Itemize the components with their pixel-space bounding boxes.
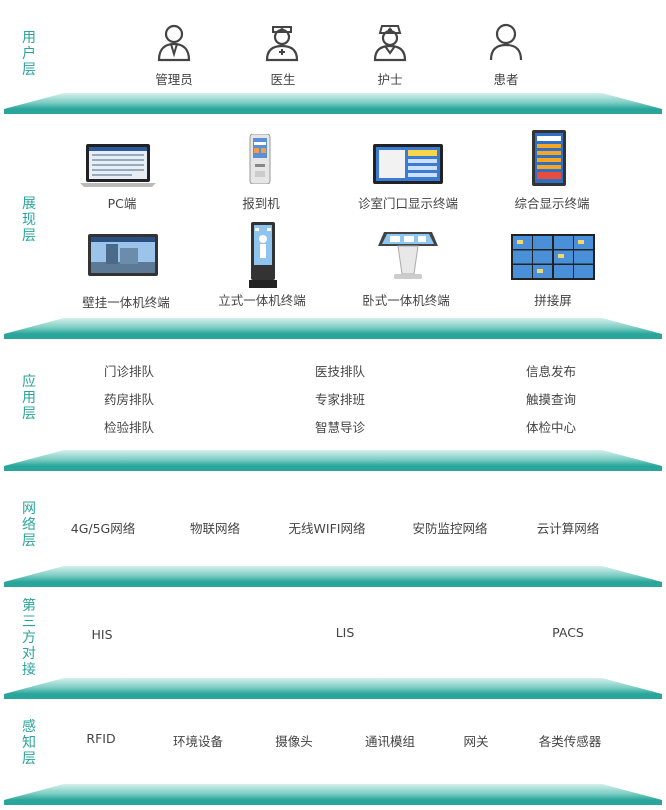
thirdparty-layer-label: 第三方对接: [22, 598, 36, 678]
sense-item-environment: 环境设备: [172, 734, 224, 749]
net-item-4g5g: 4G/5G网络: [70, 521, 136, 536]
checkin-kiosk-icon: [249, 134, 271, 184]
sense-item-comm-module: 通讯模组: [364, 734, 416, 749]
laptop-icon: [80, 144, 156, 187]
application-layer-platform: [4, 450, 662, 472]
sense-item-gateway: 网关: [463, 734, 489, 749]
admin-icon: [157, 24, 191, 62]
display-layer-platform: [4, 318, 662, 340]
standing-kiosk-icon: [249, 222, 277, 288]
video-wall-icon: [511, 234, 595, 280]
app-item-smart-guide: 智慧导诊: [314, 420, 366, 435]
network-layer-label: 网络层: [22, 501, 36, 549]
display-item-clinic-door: 诊室门口显示终端: [357, 196, 459, 211]
vertical-display-icon: [532, 130, 566, 186]
display-item-integrated: 综合显示终端: [514, 196, 590, 211]
wide-display-icon: [373, 144, 443, 184]
user-item-admin: 管理员: [155, 72, 193, 87]
app-item-health-center: 体检中心: [525, 420, 577, 435]
user-item-patient: 患者: [493, 72, 519, 87]
wall-display-icon: [88, 234, 158, 276]
doctor-icon: [265, 26, 299, 62]
app-item-expert-schedule: 专家排班: [314, 392, 366, 407]
app-item-touch-query: 触摸查询: [525, 392, 577, 407]
display-layer-label: 展现层: [22, 196, 36, 244]
app-item-pharmacy-queue: 药房排队: [103, 392, 155, 407]
user-layer-platform: [4, 93, 662, 115]
table-kiosk-icon: [378, 232, 438, 279]
network-layer-platform: [4, 566, 662, 588]
net-item-cloud: 云计算网络: [536, 521, 600, 536]
app-item-tech-queue: 医技排队: [314, 364, 366, 379]
app-item-outpatient-queue: 门诊排队: [103, 364, 155, 379]
patient-icon: [489, 23, 523, 61]
perception-layer-label: 感知层: [22, 719, 36, 767]
display-item-table: 卧式一体机终端: [362, 293, 450, 308]
sense-item-sensors: 各类传感器: [538, 734, 602, 749]
user-layer-label: 用户层: [22, 30, 36, 78]
app-item-lab-queue: 检验排队: [103, 420, 155, 435]
display-item-video-wall: 拼接屏: [534, 293, 572, 308]
perception-layer-platform: [4, 784, 662, 806]
third-item-his: HIS: [91, 627, 113, 642]
user-item-doctor: 医生: [270, 72, 296, 87]
app-item-info-publish: 信息发布: [525, 364, 577, 379]
display-item-checkin: 报到机: [242, 196, 280, 211]
display-item-wall: 壁挂一体机终端: [82, 295, 170, 310]
net-item-security: 安防监控网络: [412, 521, 488, 536]
sense-item-rfid: RFID: [86, 731, 116, 746]
sense-item-camera: 摄像头: [275, 734, 313, 749]
net-item-iot: 物联网络: [189, 521, 241, 536]
thirdparty-layer-platform: [4, 678, 662, 700]
display-item-pc: PC端: [107, 196, 137, 211]
third-item-pacs: PACS: [552, 625, 584, 640]
application-layer-label: 应用层: [22, 374, 36, 422]
nurse-icon: [373, 25, 407, 62]
display-item-standing: 立式一体机终端: [218, 293, 306, 308]
third-item-lis: LIS: [335, 625, 355, 640]
net-item-wifi: 无线WIFI网络: [288, 521, 366, 536]
user-item-nurse: 护士: [377, 72, 403, 87]
